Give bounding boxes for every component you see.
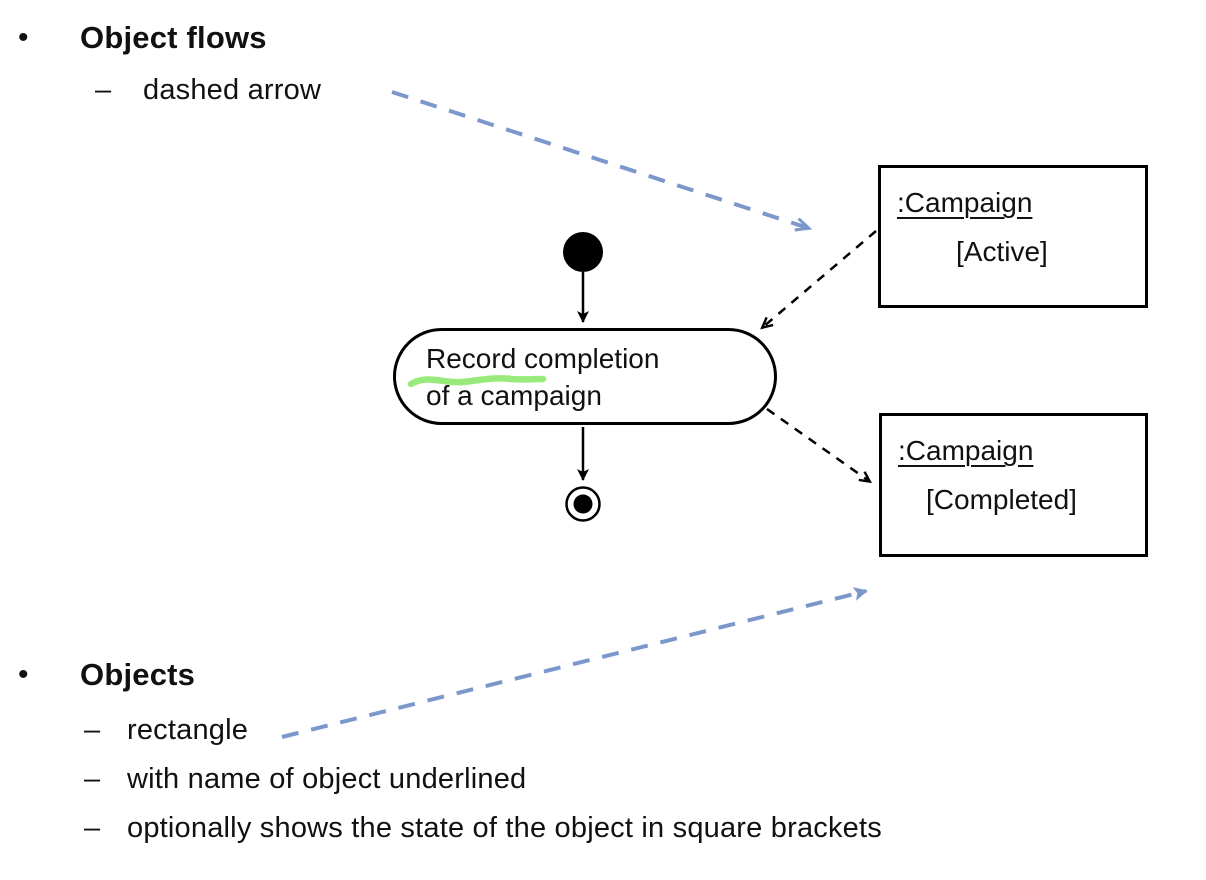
- dash-marker: –: [84, 812, 101, 844]
- bullet-object-flows: • Object flows: [18, 18, 267, 58]
- object-flow-arrow-active-to-activity: [763, 230, 877, 327]
- sub-bullet-text-underlined-name: with name of object underlined: [127, 763, 527, 795]
- dash-marker: –: [84, 714, 101, 746]
- sub-bullet-underlined-name: – with name of object underlined: [84, 760, 526, 798]
- bullet-marker: •: [18, 21, 29, 54]
- bullet-marker: •: [18, 658, 29, 691]
- annotation-arrow-dashed-arrow: [391, 90, 808, 228]
- object-box-campaign-active: :Campaign [Active]: [878, 165, 1148, 308]
- annotation-arrow-rectangle: [281, 587, 868, 739]
- sub-bullet-rectangle: – rectangle: [84, 711, 248, 749]
- activity-label-line1: Record completion: [426, 342, 660, 374]
- activity-label-line2: of a campaign: [426, 379, 602, 411]
- bullet-objects: • Objects: [18, 655, 195, 695]
- dash-marker: –: [84, 763, 101, 795]
- activity-node: Record completion of a campaign: [393, 328, 777, 425]
- bullet-title-object-flows: Object flows: [80, 20, 267, 55]
- sub-bullet-state-brackets: – optionally shows the state of the obje…: [84, 809, 882, 847]
- sub-bullet-text-state-brackets: optionally shows the state of the object…: [127, 812, 882, 844]
- object-state-completed: [Completed]: [926, 484, 1077, 515]
- sub-bullet-text-rectangle: rectangle: [127, 714, 249, 746]
- sub-bullet-dashed-arrow: – dashed arrow: [95, 71, 321, 109]
- initial-node: [563, 232, 603, 272]
- bullet-title-objects: Objects: [80, 657, 196, 692]
- object-state-active: [Active]: [956, 236, 1048, 267]
- sub-bullet-text-dashed-arrow: dashed arrow: [143, 74, 322, 106]
- object-name-completed: :Campaign: [898, 435, 1034, 466]
- object-box-campaign-completed: :Campaign [Completed]: [879, 413, 1148, 557]
- object-name-active: :Campaign: [897, 187, 1033, 218]
- final-node: [565, 486, 601, 522]
- object-flow-arrow-activity-to-completed: [766, 407, 869, 481]
- dash-marker: –: [95, 74, 112, 106]
